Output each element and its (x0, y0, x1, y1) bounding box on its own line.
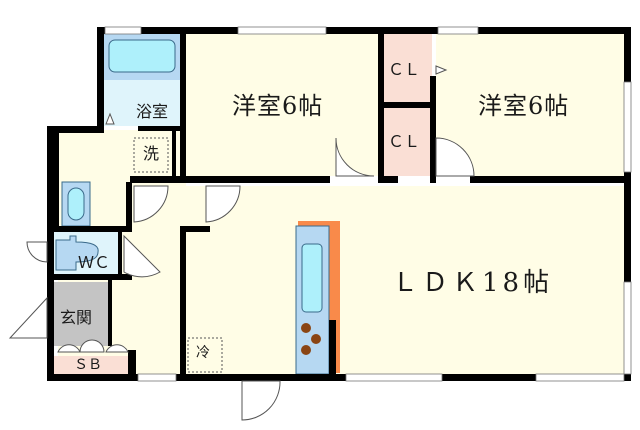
room-label-entrance: 玄関 (60, 308, 93, 327)
washbasin-bowl (67, 187, 85, 221)
wall (180, 27, 186, 182)
wall (47, 374, 631, 381)
wall (329, 320, 336, 380)
burner-3 (301, 345, 311, 355)
door-hall-2 (205, 185, 241, 223)
room-label-closet-lower: ＣＬ (388, 132, 421, 151)
window (535, 373, 625, 382)
wall (54, 133, 59, 230)
wall (138, 126, 186, 131)
door-wc (123, 234, 161, 278)
wall (130, 176, 330, 183)
room-label-closet-upper: ＣＬ (388, 60, 421, 79)
burner-2 (311, 334, 321, 344)
wall (378, 176, 398, 183)
closet-upper-floor (384, 34, 432, 102)
washer-pan (133, 137, 169, 173)
room-label-fridge: 冷 (196, 345, 210, 361)
toilet-icon (55, 235, 99, 271)
wall (97, 27, 630, 34)
door-shoebox-3 (105, 344, 129, 353)
western-room-1-floor (186, 34, 380, 176)
windows (104, 26, 632, 382)
shoe-box (54, 356, 130, 374)
doors (8, 65, 475, 421)
room-label-ldk: ＬＤＫ18帖 (392, 268, 554, 298)
wall (180, 226, 210, 232)
room-label-western-2: 洋室6帖 (478, 92, 570, 120)
wall (47, 126, 104, 133)
closet-lower-floor (384, 108, 432, 176)
door-entrance (8, 296, 48, 339)
kitchen-sink (301, 243, 323, 313)
wall (126, 182, 132, 232)
wall (470, 176, 630, 183)
wall (172, 130, 176, 178)
window (623, 81, 632, 173)
room-label-washer: 洗 (143, 144, 160, 163)
door-wc-outer (26, 241, 48, 263)
window (137, 373, 177, 382)
wall (97, 27, 104, 131)
room-floors (54, 34, 624, 375)
wall (624, 27, 631, 381)
door-bath-marker (105, 112, 115, 125)
wall (108, 280, 112, 346)
wall (378, 34, 384, 183)
wall (118, 232, 122, 274)
burner-1 (301, 323, 311, 333)
room-label-shoe-box: ＳＢ (74, 357, 102, 373)
door-room2 (435, 137, 475, 177)
window (437, 26, 479, 35)
ldk-floor (186, 186, 624, 374)
walls (47, 27, 631, 381)
wall (430, 76, 436, 183)
wall (384, 102, 432, 108)
entrance-floor (54, 282, 108, 346)
wall (54, 274, 132, 280)
room-label-western-1: 洋室6帖 (232, 92, 324, 120)
western-room-2-floor (436, 34, 624, 176)
fridge-space (187, 337, 223, 373)
window (345, 373, 443, 382)
door-shoebox-2 (79, 339, 105, 353)
door-hall-1 (133, 185, 169, 223)
wall (47, 126, 54, 381)
room-label-wc: ＷＣ (78, 253, 111, 272)
door-room1 (335, 137, 375, 177)
wall (180, 226, 186, 381)
window (237, 26, 327, 35)
window (623, 281, 632, 375)
wall (128, 350, 136, 380)
bathtub-basin (108, 39, 176, 73)
door-ldk-exterior (241, 380, 281, 421)
window (104, 26, 142, 35)
door-cl-marker (435, 65, 448, 75)
wall (54, 226, 132, 232)
room-label-bathroom: 浴室 (136, 102, 169, 121)
